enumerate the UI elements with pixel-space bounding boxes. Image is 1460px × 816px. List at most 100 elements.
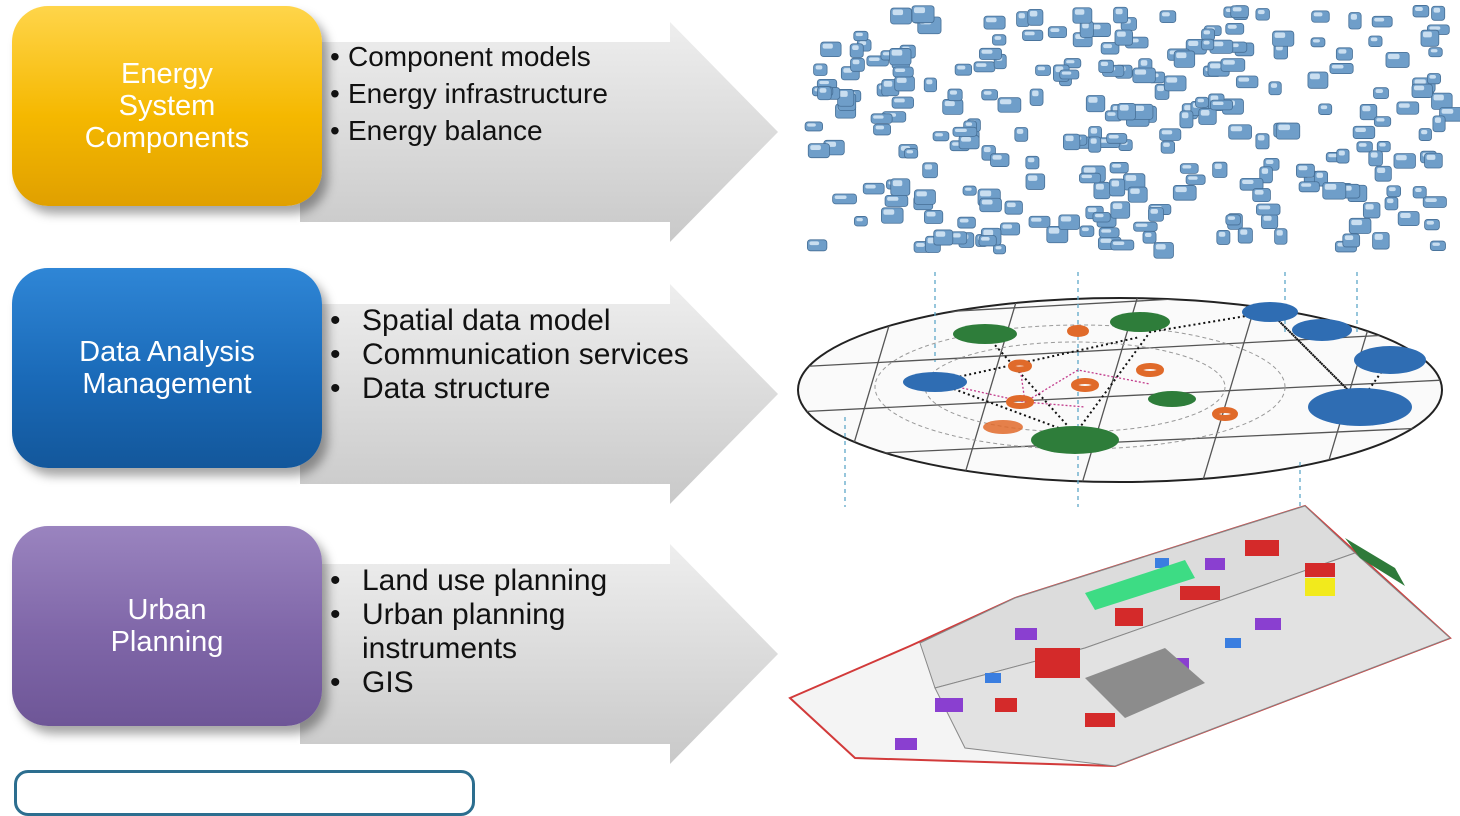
building-highlight: [1101, 229, 1112, 233]
building-cluster-icon: [804, 5, 1460, 259]
energy-bullet-list: Component models Energy infrastructure E…: [330, 38, 608, 149]
data-analysis-management-box: Data Analysis Management: [12, 268, 322, 468]
building-highlight: [1060, 216, 1072, 222]
building-highlight: [852, 45, 859, 51]
building-highlight: [1387, 198, 1394, 204]
building-highlight: [1309, 73, 1320, 80]
building-highlight: [1119, 104, 1129, 111]
building-highlight: [1263, 215, 1272, 221]
building-highlight: [913, 7, 926, 14]
building-highlight: [1112, 163, 1122, 168]
building-highlight: [1261, 168, 1269, 174]
building-highlight: [875, 125, 885, 130]
building-highlight: [1350, 13, 1357, 20]
building-highlight: [892, 180, 903, 187]
building-highlight: [926, 79, 933, 85]
building-highlight: [1232, 7, 1242, 12]
building-highlight: [883, 209, 895, 215]
building-highlight: [1278, 124, 1291, 131]
box-line: Management: [82, 368, 252, 400]
urban-map-icon: [788, 504, 1452, 768]
building-highlight: [1081, 227, 1089, 232]
footer-frame: [14, 770, 475, 816]
bullet-item: Energy balance: [330, 112, 608, 149]
building-highlight: [1414, 79, 1426, 85]
building-highlight: [1374, 17, 1385, 22]
building-highlight: [1422, 31, 1432, 38]
energy-system-components-box: Energy System Components: [12, 6, 322, 206]
building-highlight: [975, 63, 987, 67]
building-highlight: [1065, 135, 1074, 142]
building-highlight: [916, 243, 925, 247]
building-highlight: [1161, 130, 1173, 135]
building-highlight: [1203, 40, 1210, 45]
building-highlight: [1090, 128, 1098, 134]
building-highlight: [1135, 223, 1148, 227]
building-highlight: [954, 128, 967, 132]
row-urban-planning: Urban Planning Land use planning Urban p…: [0, 504, 1460, 770]
building-highlight: [1395, 155, 1407, 161]
building-highlight: [1413, 85, 1425, 91]
building-highlight: [1050, 28, 1060, 33]
building-highlight: [819, 88, 827, 93]
building-highlight: [1150, 208, 1158, 214]
building-highlight: [1006, 202, 1016, 208]
bullet-item: Land use planning: [330, 564, 690, 598]
building-highlight: [883, 81, 893, 87]
bullet-item: GIS: [330, 666, 690, 700]
building-highlight: [924, 164, 933, 170]
building-highlight: [927, 237, 935, 244]
building-highlight: [839, 90, 848, 97]
building-highlight: [1338, 49, 1347, 54]
building-highlight: [1140, 60, 1148, 66]
building-highlight: [1276, 230, 1283, 236]
building-highlight: [981, 49, 993, 54]
building-highlight: [1301, 183, 1312, 187]
building-highlight: [1100, 61, 1109, 67]
building-highlight: [906, 150, 914, 154]
bullet-item: Communication services: [330, 338, 690, 372]
building-highlight: [892, 9, 904, 16]
building-highlight: [983, 91, 992, 95]
building-highlight: [994, 36, 1002, 40]
bullet-item: Spatial data model: [330, 304, 690, 338]
building-highlight: [1175, 186, 1187, 193]
building-highlight: [959, 218, 969, 223]
building-highlight: [1432, 242, 1440, 246]
building-highlight: [1320, 105, 1328, 110]
building-highlight: [1433, 94, 1444, 101]
box-line: Components: [84, 122, 250, 154]
building-highlight: [985, 17, 997, 23]
building-highlight: [1441, 109, 1454, 114]
building-highlight: [1222, 60, 1235, 65]
building-highlight: [1257, 135, 1265, 141]
building-highlight: [1212, 101, 1224, 106]
building-highlight: [1227, 24, 1237, 29]
spatial-network-icon: [797, 272, 1443, 507]
building-highlight: [1144, 232, 1152, 237]
building-highlight: [1265, 159, 1274, 165]
building-highlight: [1157, 85, 1165, 92]
building-highlight: [1240, 229, 1248, 235]
building-highlight: [1182, 165, 1192, 169]
row-data-analysis: Data Analysis Management Spatial data mo…: [0, 260, 1460, 520]
building-highlight: [1083, 167, 1096, 174]
building-highlight: [949, 90, 958, 95]
building-highlight: [1429, 75, 1436, 79]
building-highlight: [1421, 129, 1428, 135]
building-highlight: [1066, 60, 1075, 64]
building-highlight: [1197, 98, 1205, 103]
building-highlight: [856, 217, 863, 222]
building-highlight: [810, 145, 821, 151]
urban-planning-box: Urban Planning: [12, 526, 322, 726]
building-highlight: [815, 65, 823, 70]
building-highlight: [1218, 231, 1226, 237]
building-highlight: [1090, 138, 1097, 144]
building-highlight: [1274, 32, 1286, 38]
box-line: Planning: [110, 626, 224, 658]
building-highlight: [926, 211, 936, 217]
building-highlight: [944, 100, 955, 107]
building-highlight: [1181, 112, 1189, 119]
building-highlight: [1111, 180, 1120, 187]
building-highlight: [1074, 9, 1085, 15]
